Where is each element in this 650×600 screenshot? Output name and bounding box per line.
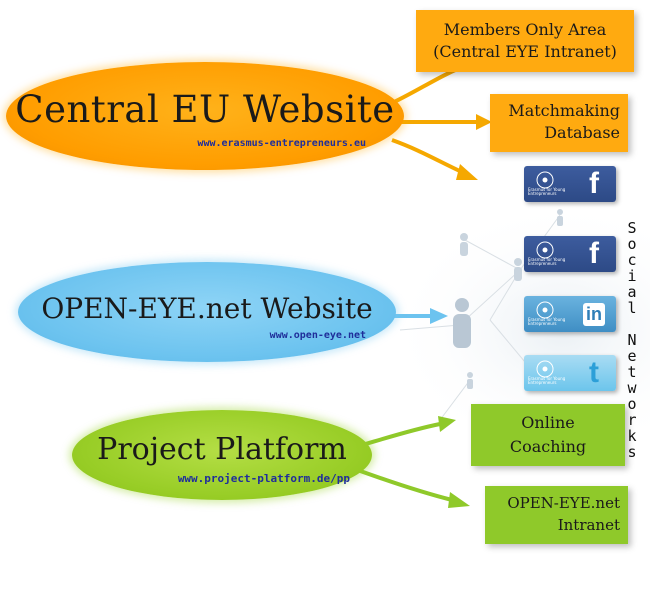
linkedin-icon: in bbox=[572, 296, 616, 332]
open-eye-intranet-box: OPEN-EYE.net Intranet bbox=[485, 486, 628, 544]
project-platform-node: Project Platform www.project-platform.de… bbox=[72, 410, 372, 500]
eye-logo-icon bbox=[536, 360, 554, 378]
eye-logo-text: Erasmus for Young Entrepreneurs bbox=[528, 376, 566, 385]
eye-logo-text: Erasmus for Young Entrepreneurs bbox=[528, 257, 566, 266]
facebook-icon: f bbox=[589, 237, 599, 270]
intranet-box-line-2: Intranet bbox=[557, 516, 620, 534]
facebook-badge-social[interactable]: Erasmus for Young Entrepreneurs f bbox=[524, 236, 616, 272]
open-eye-website-node: OPEN-EYE.net Website www.open-eye.net bbox=[18, 262, 396, 362]
project-platform-url: www.project-platform.de/pp bbox=[177, 472, 350, 485]
members-only-area-box: Members Only Area (Central EYE Intranet) bbox=[416, 10, 634, 72]
intranet-box-line-1: OPEN-EYE.net bbox=[507, 494, 620, 512]
matchmaking-box-line-2: Database bbox=[544, 123, 620, 142]
twitter-badge[interactable]: Erasmus for Young Entrepreneurs t bbox=[524, 355, 616, 391]
members-box-line-1: Members Only Area bbox=[443, 20, 607, 39]
eye-logo-icon bbox=[536, 241, 554, 259]
coaching-box-line-2: Coaching bbox=[509, 437, 587, 456]
arrow-platform-to-intranet-head bbox=[448, 492, 470, 508]
arrow-platform-to-coaching-head bbox=[438, 416, 456, 432]
twitter-icon: t bbox=[589, 356, 599, 389]
matchmaking-box-line-1: Matchmaking bbox=[508, 101, 620, 120]
open-eye-website-title: OPEN-EYE.net Website bbox=[41, 292, 373, 325]
central-eu-website-node: Central EU Website www.erasmus-entrepren… bbox=[6, 62, 404, 170]
central-eu-website-url: www.erasmus-entrepreneurs.eu bbox=[197, 138, 366, 149]
arrow-platform-to-intranet bbox=[351, 466, 453, 502]
central-eu-website-title: Central EU Website bbox=[15, 88, 395, 131]
eye-logo-icon bbox=[536, 301, 554, 319]
linkedin-badge[interactable]: Erasmus for Young Entrepreneurs in bbox=[524, 296, 616, 332]
network-people bbox=[453, 209, 563, 389]
arrows bbox=[351, 56, 492, 508]
facebook-badge-central[interactable]: Erasmus for Young Entrepreneurs f bbox=[524, 166, 616, 202]
coaching-box-line-1: Online bbox=[521, 413, 575, 432]
project-platform-title: Project Platform bbox=[97, 432, 347, 467]
eye-logo-text: Erasmus for Young Entrepreneurs bbox=[528, 317, 566, 326]
arrow-openeye-to-social-head bbox=[430, 308, 448, 324]
matchmaking-database-box: Matchmaking Database bbox=[490, 94, 628, 152]
arrow-central-to-facebook bbox=[391, 138, 463, 174]
eye-logo-text: Erasmus for Young Entrepreneurs bbox=[528, 187, 566, 196]
linkedin-mark: in bbox=[583, 302, 605, 326]
eye-logo-icon bbox=[536, 171, 554, 189]
facebook-icon: f bbox=[589, 167, 599, 200]
arrow-central-to-matchmaking-head bbox=[476, 114, 492, 130]
open-eye-website-url: www.open-eye.net bbox=[269, 330, 366, 341]
members-box-line-2: (Central EYE Intranet) bbox=[433, 42, 617, 61]
online-coaching-box: Online Coaching bbox=[471, 404, 625, 466]
arrow-central-to-facebook-head bbox=[456, 164, 478, 180]
